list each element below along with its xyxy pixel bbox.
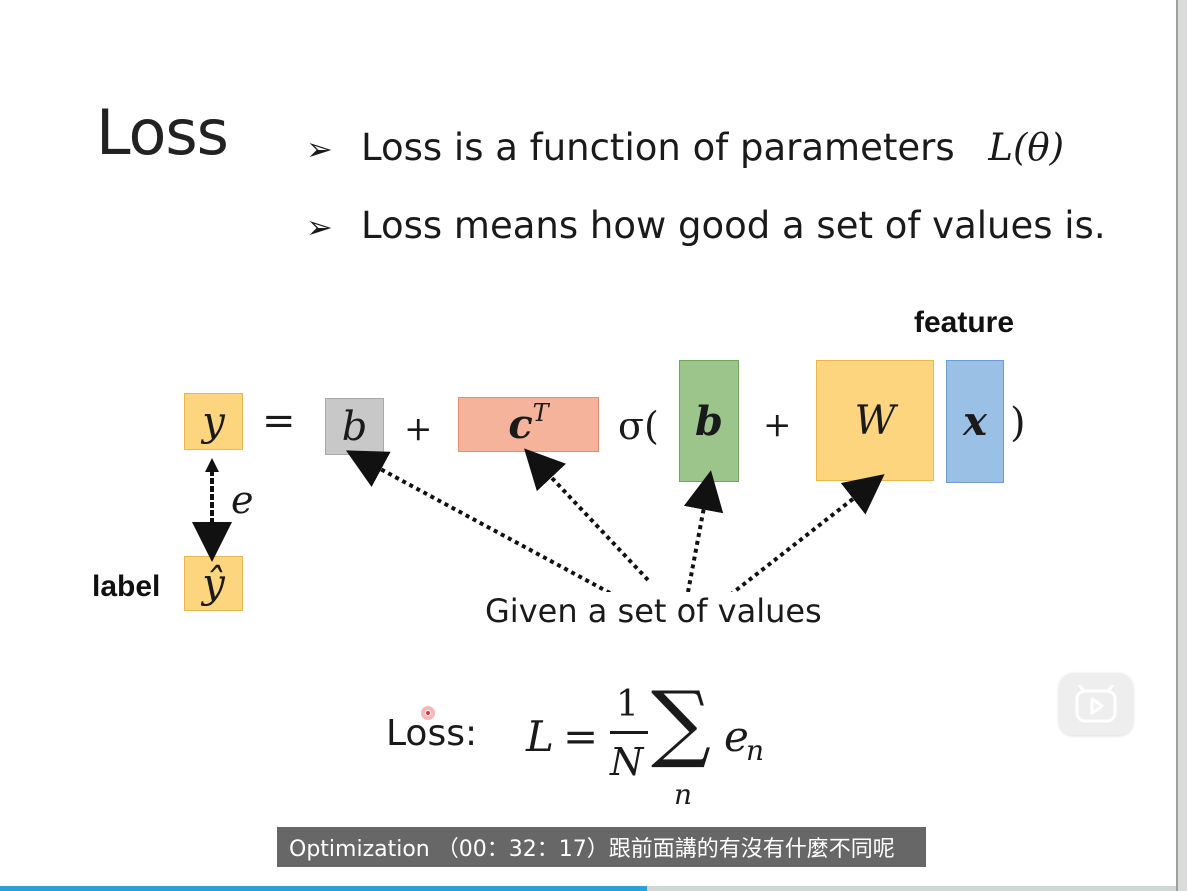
sigma-open: σ( bbox=[618, 404, 659, 448]
arrow-to-b-green bbox=[683, 470, 724, 593]
error-e: e bbox=[231, 478, 254, 522]
slide-title: Loss bbox=[96, 96, 229, 169]
W-box: W bbox=[816, 360, 934, 481]
loss-L: L bbox=[526, 712, 554, 761]
x-box: x bbox=[946, 360, 1004, 483]
feature-label: feature bbox=[914, 306, 1015, 339]
bullet-2: ➢ Loss means how good a set of values is. bbox=[306, 204, 1106, 247]
W-symbol: W bbox=[854, 397, 896, 444]
y-symbol: y bbox=[202, 398, 225, 445]
window-frame-edge bbox=[1176, 0, 1187, 891]
bullet-1-math: L(θ) bbox=[988, 126, 1065, 169]
loss-e-subscript: n bbox=[746, 734, 765, 767]
play-icon bbox=[1075, 685, 1117, 723]
c-superscript: T bbox=[532, 398, 549, 427]
y-hat-symbol: ŷ bbox=[202, 560, 225, 607]
loss-prefix: Loss: bbox=[386, 713, 478, 754]
loss-equals: = bbox=[563, 712, 599, 761]
b-box-gray: b bbox=[325, 398, 384, 455]
loss-denominator: N bbox=[610, 740, 644, 784]
arrow-to-c bbox=[524, 448, 650, 582]
bullet-arrow-icon: ➢ bbox=[306, 130, 333, 168]
fraction-bar bbox=[610, 731, 648, 734]
sum-symbol: ∑ bbox=[651, 673, 711, 771]
bullet-arrow-icon: ➢ bbox=[306, 208, 333, 246]
equals-sign: = bbox=[262, 398, 296, 444]
pointer-cursor bbox=[421, 706, 435, 720]
bullet-2-text: Loss means how good a set of values is. bbox=[361, 204, 1106, 247]
c-symbol: c bbox=[508, 401, 533, 448]
plus-sign-2: + bbox=[763, 405, 792, 445]
loss-numerator: 1 bbox=[616, 684, 639, 725]
subtitle-caption: Optimization （00：32：17）跟前面講的有沒有什麼不同呢 bbox=[277, 827, 926, 867]
arrow-to-W bbox=[728, 474, 885, 597]
progress-fill bbox=[0, 886, 647, 891]
label-text: label bbox=[92, 570, 161, 603]
x-symbol: x bbox=[963, 398, 987, 445]
b-box-green: b bbox=[679, 360, 739, 482]
e-arrow-head-up bbox=[205, 458, 219, 472]
b-symbol: b bbox=[341, 403, 368, 450]
given-values-text: Given a set of values bbox=[483, 592, 824, 630]
y-hat-box: ŷ bbox=[184, 556, 243, 611]
arrow-to-b bbox=[345, 450, 611, 595]
y-box: y bbox=[184, 393, 243, 450]
loss-e: e bbox=[724, 712, 749, 761]
plus-sign-1: + bbox=[404, 409, 433, 449]
bullet-1: ➢ Loss is a function of parameters L(θ) bbox=[306, 126, 1064, 169]
b-bold-symbol: b bbox=[695, 397, 723, 445]
bullet-1-text: Loss is a function of parameters bbox=[361, 126, 955, 169]
close-paren: ) bbox=[1010, 400, 1026, 446]
play-button[interactable] bbox=[1059, 673, 1133, 735]
sum-index: n bbox=[674, 778, 693, 811]
